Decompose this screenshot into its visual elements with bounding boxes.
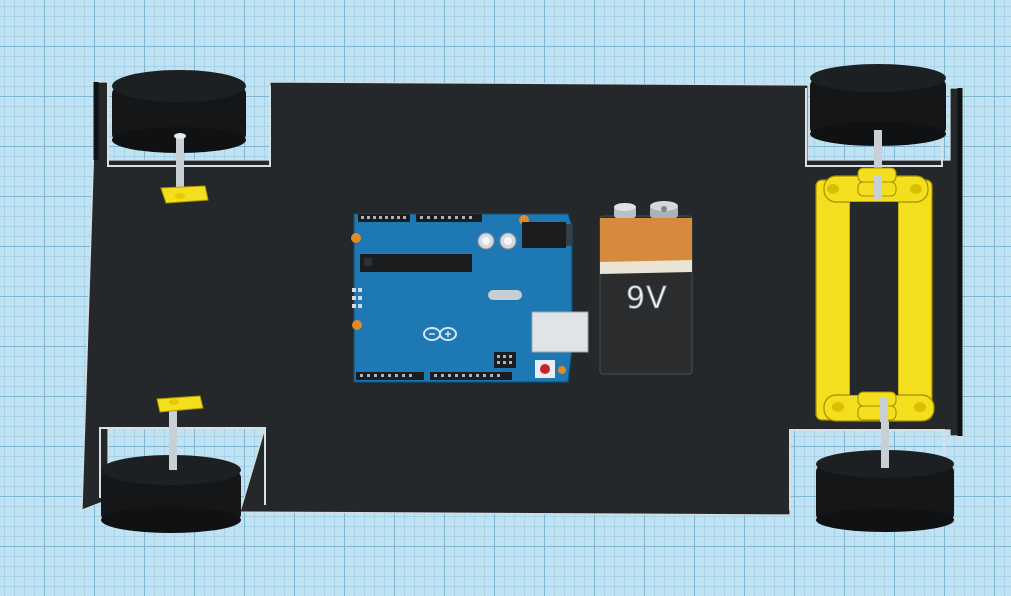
wheel-front-right[interactable]: [810, 64, 946, 146]
axle-rear-left[interactable]: [169, 410, 177, 470]
axle-front-left[interactable]: [174, 133, 186, 187]
bracket-rear-left[interactable]: [156, 395, 204, 413]
arduino-board[interactable]: [351, 213, 589, 383]
arduino-logo-icon: [423, 327, 457, 341]
steering-frame[interactable]: [815, 167, 935, 422]
battery-label: 9V: [626, 281, 668, 316]
axle-rear-right[interactable]: [881, 410, 889, 468]
reset-button-icon: [535, 360, 555, 378]
axle-front-right[interactable]: [874, 130, 882, 180]
battery-9v[interactable]: 9V: [599, 201, 693, 375]
battery-terminal-negative: [650, 201, 678, 218]
battery-terminal-positive: [614, 203, 636, 218]
bracket-front-left[interactable]: [160, 185, 209, 204]
wheel-front-left[interactable]: [112, 70, 246, 153]
